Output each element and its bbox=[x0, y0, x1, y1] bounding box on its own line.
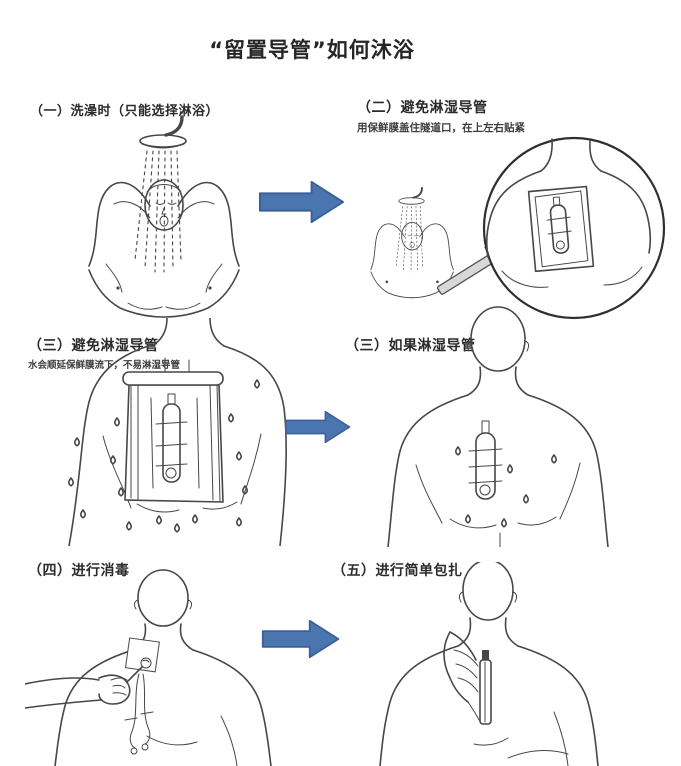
hand-applying-bandage bbox=[443, 631, 480, 721]
step2-caption: （二）避免淋湿导管 bbox=[357, 100, 488, 116]
torso-figure bbox=[54, 569, 272, 766]
torso-figure bbox=[379, 562, 599, 766]
step3b-illustration-wet-catheter bbox=[387, 306, 609, 547]
step5-caption: （五）进行简单包扎 bbox=[332, 563, 463, 579]
magnifier-circle bbox=[482, 136, 666, 320]
flow-arrow-step4-to-step5 bbox=[261, 619, 340, 659]
catheter-icon bbox=[546, 196, 572, 254]
swab-icon bbox=[126, 657, 152, 683]
torso-figure bbox=[68, 318, 287, 546]
water-spray-icon bbox=[134, 150, 182, 273]
step1-caption: （一）洗澡时（只能选择淋浴） bbox=[30, 104, 220, 119]
water-drop-icons bbox=[455, 446, 557, 528]
plastic-wrap-patch bbox=[527, 185, 595, 273]
step4-illustration-disinfection bbox=[25, 569, 272, 766]
magnified-back-and-wrap bbox=[485, 138, 652, 288]
step3-subtitle: 水会顺延保鲜膜流下，不易淋湿导管 bbox=[28, 360, 181, 371]
step1-illustration-person-showering bbox=[88, 115, 240, 318]
step3-illustration-wrap-sheds-water bbox=[68, 318, 287, 546]
catheter-tubes bbox=[124, 673, 154, 755]
step4-caption: （四）进行消毒 bbox=[28, 563, 130, 579]
step5-illustration-bandaging bbox=[379, 562, 599, 766]
hand-with-swab bbox=[25, 657, 152, 709]
bandage-strip bbox=[479, 650, 492, 725]
shower-head-icon bbox=[139, 115, 187, 149]
flow-arrow-step3-to-step3b bbox=[285, 410, 351, 444]
catheter-icon bbox=[468, 420, 503, 500]
flow-arrow-step1-to-step2 bbox=[258, 180, 345, 224]
plastic-wrap-patch bbox=[122, 371, 224, 503]
step2-subtitle: 用保鲜膜盖住隧道口，在上左右贴紧 bbox=[357, 122, 525, 134]
step3b-caption: （三）如果淋湿导管 bbox=[345, 338, 476, 354]
catheter-icon bbox=[155, 393, 188, 483]
page-title: “留置导管”如何沐浴 bbox=[209, 38, 415, 62]
showering-person-figure bbox=[88, 179, 240, 318]
step3-caption: （三）避免淋湿导管 bbox=[28, 338, 159, 354]
torso-figure bbox=[387, 306, 609, 547]
small-showering-figure bbox=[370, 186, 454, 299]
step2-illustration-magnified-wrap bbox=[370, 136, 666, 320]
